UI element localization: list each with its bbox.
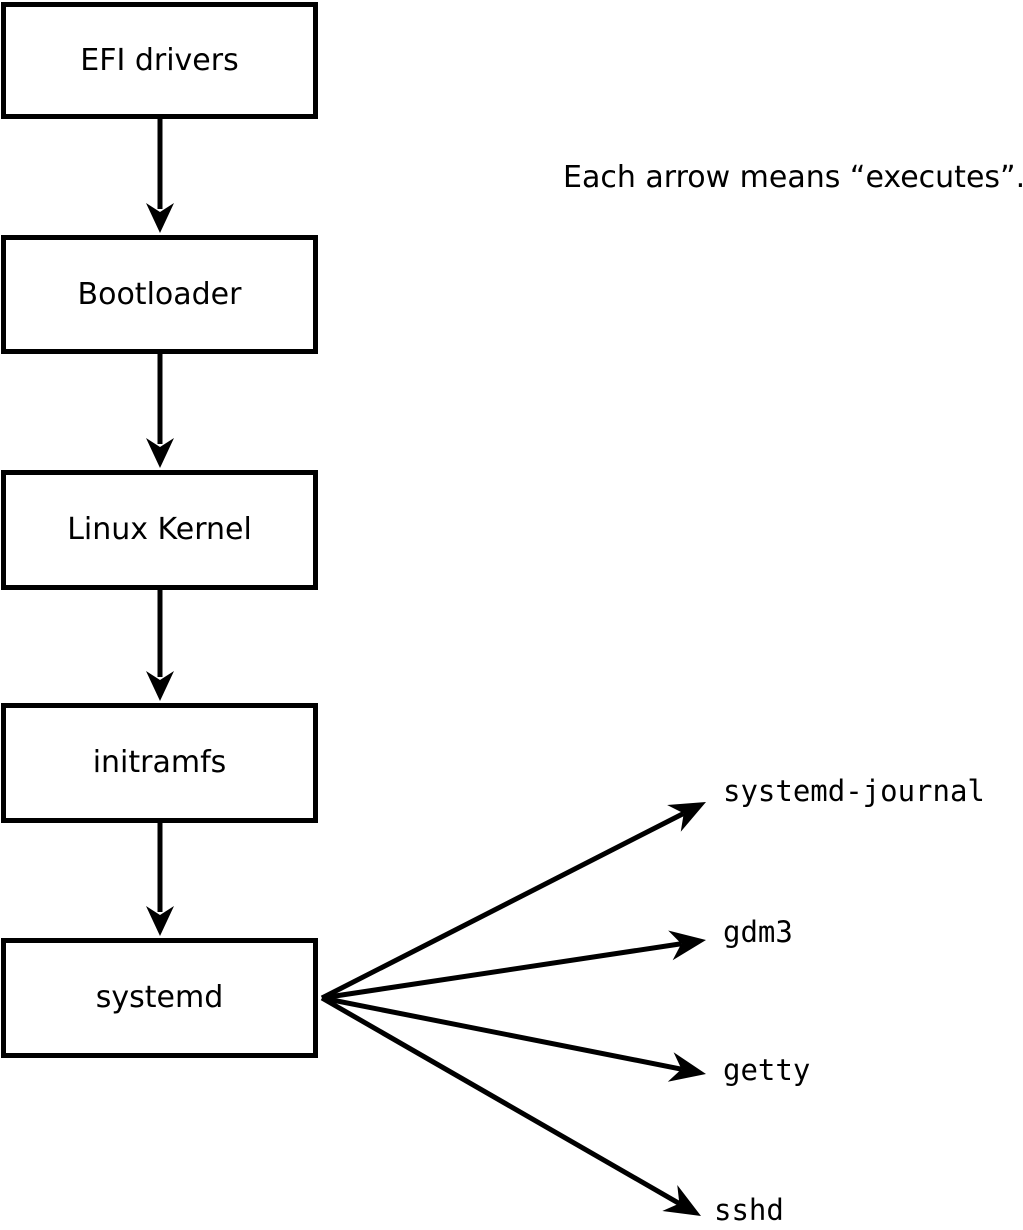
arrow-head-linux-kernel-to-initramfs bbox=[146, 671, 174, 701]
fanout-head-systemd-to-systemd-journal bbox=[667, 802, 706, 832]
arrow-head-efi-drivers-to-bootloader bbox=[146, 203, 174, 233]
node-label-initramfs: initramfs bbox=[92, 745, 227, 780]
fanout-shaft-systemd-to-gdm3 bbox=[321, 941, 682, 1001]
fanout-head-systemd-to-getty bbox=[667, 1052, 706, 1082]
node-label-efi-drivers: EFI drivers bbox=[80, 42, 239, 78]
leaf-label-systemd-journal[interactable]: systemd-journal bbox=[723, 774, 985, 808]
fanout-head-systemd-to-gdm3 bbox=[668, 930, 706, 961]
legend-caption: Each arrow means “executes”. bbox=[563, 160, 1023, 195]
fanout-shaft-systemd-to-sshd bbox=[320, 995, 681, 1206]
node-label-systemd: systemd bbox=[95, 980, 224, 1015]
arrow-head-initramfs-to-systemd bbox=[146, 906, 174, 936]
node-label-linux-kernel: Linux Kernel bbox=[67, 512, 252, 547]
node-box-initramfs[interactable]: initramfs bbox=[1, 703, 318, 823]
node-box-linux-kernel[interactable]: Linux Kernel bbox=[1, 470, 318, 590]
node-box-bootloader[interactable]: Bootloader bbox=[1, 235, 318, 354]
leaf-label-sshd[interactable]: sshd bbox=[714, 1193, 784, 1227]
node-label-bootloader: Bootloader bbox=[77, 276, 242, 312]
arrow-head-bootloader-to-linux-kernel bbox=[146, 438, 174, 468]
node-box-efi-drivers[interactable]: EFI drivers bbox=[1, 2, 318, 119]
fanout-shaft-systemd-to-getty bbox=[321, 995, 682, 1072]
leaf-label-gdm3[interactable]: gdm3 bbox=[723, 915, 793, 949]
leaf-label-getty[interactable]: getty bbox=[723, 1053, 811, 1087]
fanout-head-systemd-to-sshd bbox=[662, 1185, 701, 1216]
fanout-shaft-systemd-to-systemd-journal bbox=[320, 811, 685, 1001]
node-box-systemd[interactable]: systemd bbox=[1, 938, 318, 1058]
